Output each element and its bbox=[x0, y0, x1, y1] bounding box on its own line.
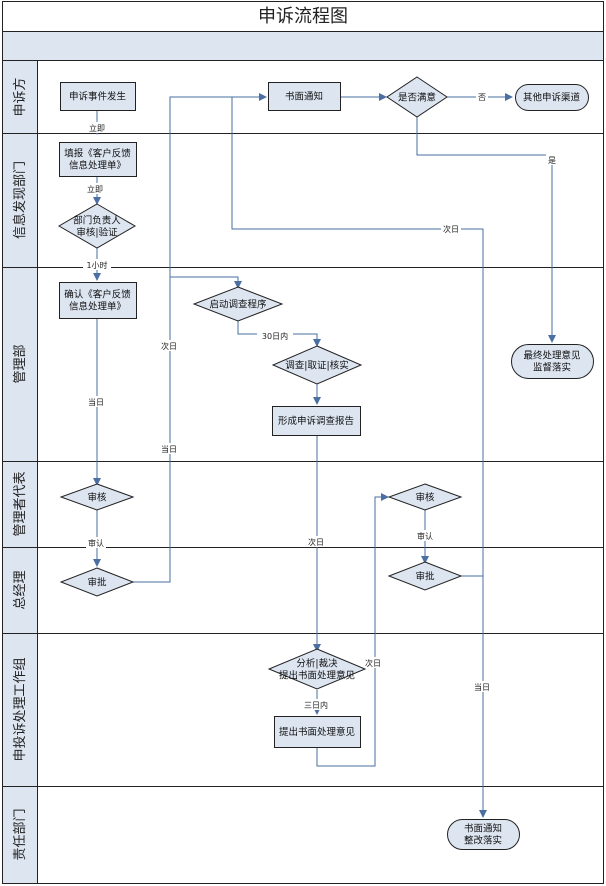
edge-label-e8: 30日内 bbox=[262, 331, 288, 341]
node-n14-label: 审批 bbox=[87, 577, 107, 589]
lane-info-dept-label: 信息发现部门 bbox=[12, 161, 28, 239]
lane-gm-label: 总经理 bbox=[13, 570, 28, 609]
node-n4-shape bbox=[515, 84, 589, 111]
node-n10-label: 形成申诉调查报告 bbox=[278, 415, 354, 427]
node-n16-shape bbox=[267, 648, 367, 690]
node-n11-shape bbox=[511, 344, 594, 379]
edge-label-e13: 当日 bbox=[474, 682, 490, 692]
edge-label-bg bbox=[86, 396, 106, 407]
node-n12-label: 审核 bbox=[87, 492, 107, 504]
edge-label-e15: 否 bbox=[478, 93, 486, 102]
diagram-title: 申诉流程图 bbox=[258, 6, 348, 27]
edge-label-bg bbox=[546, 154, 558, 165]
node-n4-label: 其他申诉渠道 bbox=[523, 92, 581, 104]
edge-label-bg bbox=[415, 530, 435, 541]
node-n12-shape bbox=[59, 483, 135, 511]
node-n6-label: 部门负责人 bbox=[73, 215, 121, 227]
edge-label-e4: 当日 bbox=[88, 397, 104, 407]
edge-label-e6: 次日 bbox=[161, 341, 177, 351]
node-n8-shape bbox=[192, 286, 284, 322]
node-n16-label: 提出书面处理意见 bbox=[279, 670, 355, 682]
lane-info-dept-header bbox=[3, 133, 37, 267]
node-n15-shape bbox=[387, 561, 463, 591]
node-n16-label: 分析|裁决 bbox=[296, 658, 338, 670]
edge-label-e11: 次日 bbox=[365, 658, 381, 668]
lane-mgmt-rep-label: 管理者代表 bbox=[13, 471, 28, 536]
node-n15-label: 审批 bbox=[415, 571, 435, 583]
edge-label-bg bbox=[472, 681, 492, 692]
lane-gm-header bbox=[3, 547, 37, 633]
node-n2-shape bbox=[268, 82, 341, 111]
edge-label-bg bbox=[441, 223, 461, 234]
edge-label-e5: 审认 bbox=[88, 538, 104, 548]
node-n13-label: 审核 bbox=[415, 492, 435, 504]
edge-label-e2: 立即 bbox=[87, 184, 103, 194]
node-n13-shape bbox=[387, 483, 463, 511]
node-n11-label: 监督落实 bbox=[533, 362, 571, 374]
edge-label-bg bbox=[306, 536, 326, 547]
edge-label-e3: 1小时 bbox=[86, 260, 107, 270]
lane-complainant-header bbox=[3, 61, 37, 133]
node-n3-label: 是否满意 bbox=[398, 92, 436, 104]
edge-label-e14: 次日 bbox=[443, 224, 459, 234]
lane-management-header bbox=[3, 267, 37, 461]
node-n1-shape bbox=[60, 82, 136, 111]
node-n9-shape bbox=[271, 345, 363, 385]
edge-n17-n13 bbox=[316, 493, 389, 767]
node-n18-shape bbox=[447, 819, 520, 850]
edge-label-bg bbox=[86, 537, 106, 548]
node-n17-shape bbox=[274, 716, 361, 748]
edge-label-e7: 当日 bbox=[161, 444, 177, 454]
lane-mgmt-rep-header bbox=[3, 461, 37, 547]
edge-label-bg bbox=[159, 443, 179, 454]
node-n1-label: 申诉事件发生 bbox=[69, 91, 127, 103]
node-n6-label: 审核|验证 bbox=[76, 227, 118, 239]
edge-n14-n2 bbox=[133, 93, 267, 583]
edge-label-bg bbox=[363, 657, 383, 668]
edge-label-e10: 三日内 bbox=[304, 700, 328, 710]
node-n7-shape bbox=[59, 282, 137, 319]
title-bar bbox=[3, 2, 603, 31]
edge-label-bg bbox=[85, 183, 105, 194]
flow-nodes: 申诉事件发生书面通知是否满意其他申诉渠道填报《客户反馈信息处理单》部门负责人审核… bbox=[58, 76, 594, 850]
edge-label-bg bbox=[476, 91, 488, 102]
node-n7-label: 信息处理单》 bbox=[69, 301, 126, 313]
lane-workgroup-header bbox=[3, 633, 37, 786]
edge-label-bg bbox=[159, 340, 179, 351]
node-n10-shape bbox=[272, 406, 361, 436]
node-n5-label: 信息处理单》 bbox=[69, 160, 126, 172]
node-n18-label: 书面通知 bbox=[464, 823, 502, 835]
lane-responsible-label: 责任部门 bbox=[13, 808, 28, 860]
node-n17-label: 提出书面处理意见 bbox=[279, 726, 355, 738]
node-n11-label: 最终处理意见 bbox=[523, 350, 580, 362]
node-n14-shape bbox=[59, 567, 135, 597]
edge-to-n18 bbox=[231, 97, 487, 818]
node-n2-label: 书面通知 bbox=[285, 91, 323, 103]
node-n18-label: 整改落实 bbox=[464, 835, 502, 847]
edge-to-n8 bbox=[170, 276, 242, 289]
node-n8-label: 启动调查程序 bbox=[209, 299, 267, 311]
edge-label-bg bbox=[257, 330, 293, 341]
node-n6-shape bbox=[58, 203, 136, 249]
node-n9-label: 调查|取证|核实 bbox=[285, 360, 348, 372]
edge-label-e16: 是 bbox=[548, 156, 556, 165]
edge-label-e12: 审认 bbox=[417, 531, 433, 541]
lane-responsible-header bbox=[3, 786, 37, 883]
node-n7-label: 确认《客户反馈 bbox=[64, 289, 131, 301]
edge-label-e9: 次日 bbox=[308, 537, 324, 547]
edge-label-bg bbox=[83, 259, 111, 270]
edge-n3-n11 bbox=[416, 117, 556, 343]
edge-label-bg bbox=[87, 122, 107, 133]
node-n3-shape bbox=[386, 76, 448, 118]
lane-workgroup-label: 申投诉处理工作组 bbox=[12, 657, 28, 761]
header-band bbox=[3, 32, 603, 60]
lane-complainant-label: 申诉方 bbox=[12, 77, 28, 116]
lane-management-label: 管理部 bbox=[13, 344, 28, 383]
edge-label-bg bbox=[302, 699, 330, 710]
node-n5-label: 填报《客户反馈 bbox=[64, 148, 131, 160]
edge-label-e1: 立即 bbox=[89, 123, 105, 133]
node-n5-shape bbox=[59, 142, 137, 177]
